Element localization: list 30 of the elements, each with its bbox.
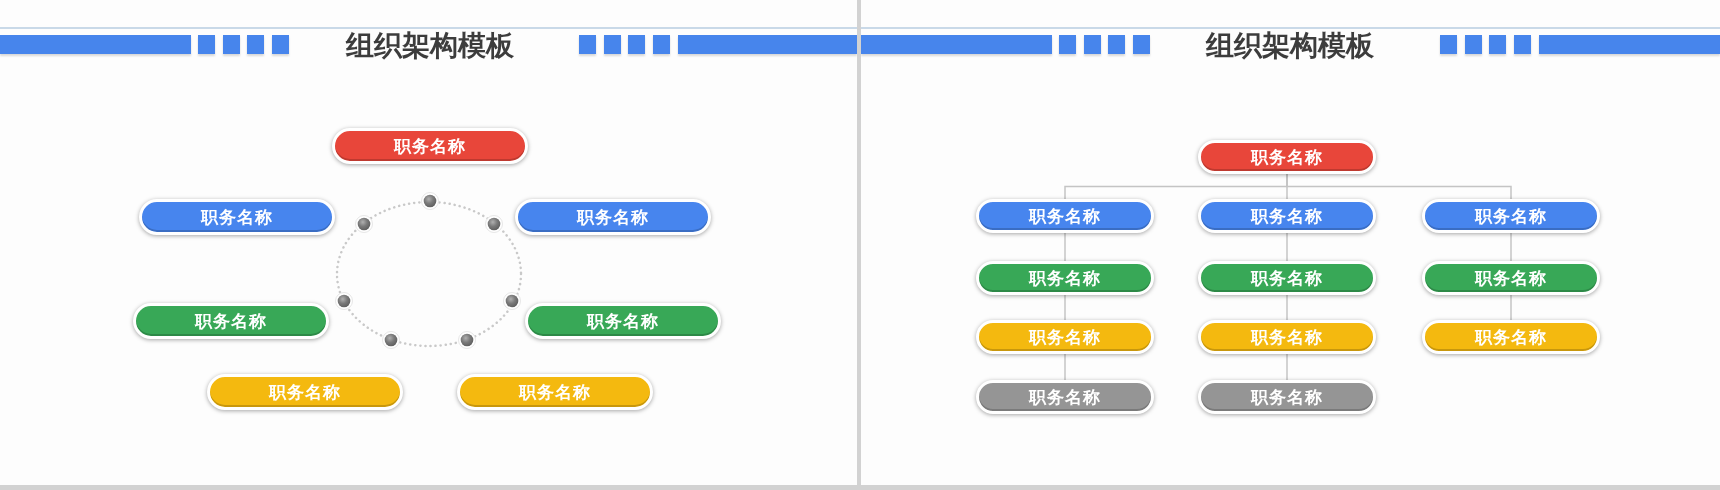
position-pill: 职务名称: [207, 374, 403, 410]
position-pill: 职务名称: [515, 199, 711, 235]
position-pill: 职务名称: [332, 128, 528, 164]
position-pill: 职务名称: [1198, 140, 1376, 174]
connector-line: [1286, 173, 1512, 200]
position-pill: 职务名称: [457, 374, 653, 410]
connector-line: [1286, 294, 1288, 321]
position-pill: 职务名称: [976, 380, 1154, 414]
connector-line: [1064, 232, 1066, 262]
position-pill: 职务名称: [976, 199, 1154, 233]
connector-line: [1064, 294, 1066, 321]
connector-line: [1286, 353, 1288, 381]
slide-title: 组织架构模板: [346, 28, 514, 64]
slide-title: 组织架构模板: [1206, 28, 1374, 64]
connector-line: [1286, 232, 1288, 262]
connector-line: [1510, 294, 1512, 321]
position-pill: 职务名称: [139, 199, 335, 235]
position-pill: 职务名称: [976, 320, 1154, 354]
position-pill: 职务名称: [1422, 261, 1600, 295]
position-pill: 职务名称: [1198, 320, 1376, 354]
position-pill: 职务名称: [133, 303, 329, 339]
position-pill: 职务名称: [1422, 320, 1600, 354]
position-pill: 职务名称: [1198, 380, 1376, 414]
position-pill: 职务名称: [976, 261, 1154, 295]
position-pill: 职务名称: [1422, 199, 1600, 233]
connector-line: [1064, 353, 1066, 381]
position-pill: 职务名称: [1198, 261, 1376, 295]
position-pill: 职务名称: [1198, 199, 1376, 233]
position-pill: 职务名称: [525, 303, 721, 339]
connector-line: [1510, 232, 1512, 262]
